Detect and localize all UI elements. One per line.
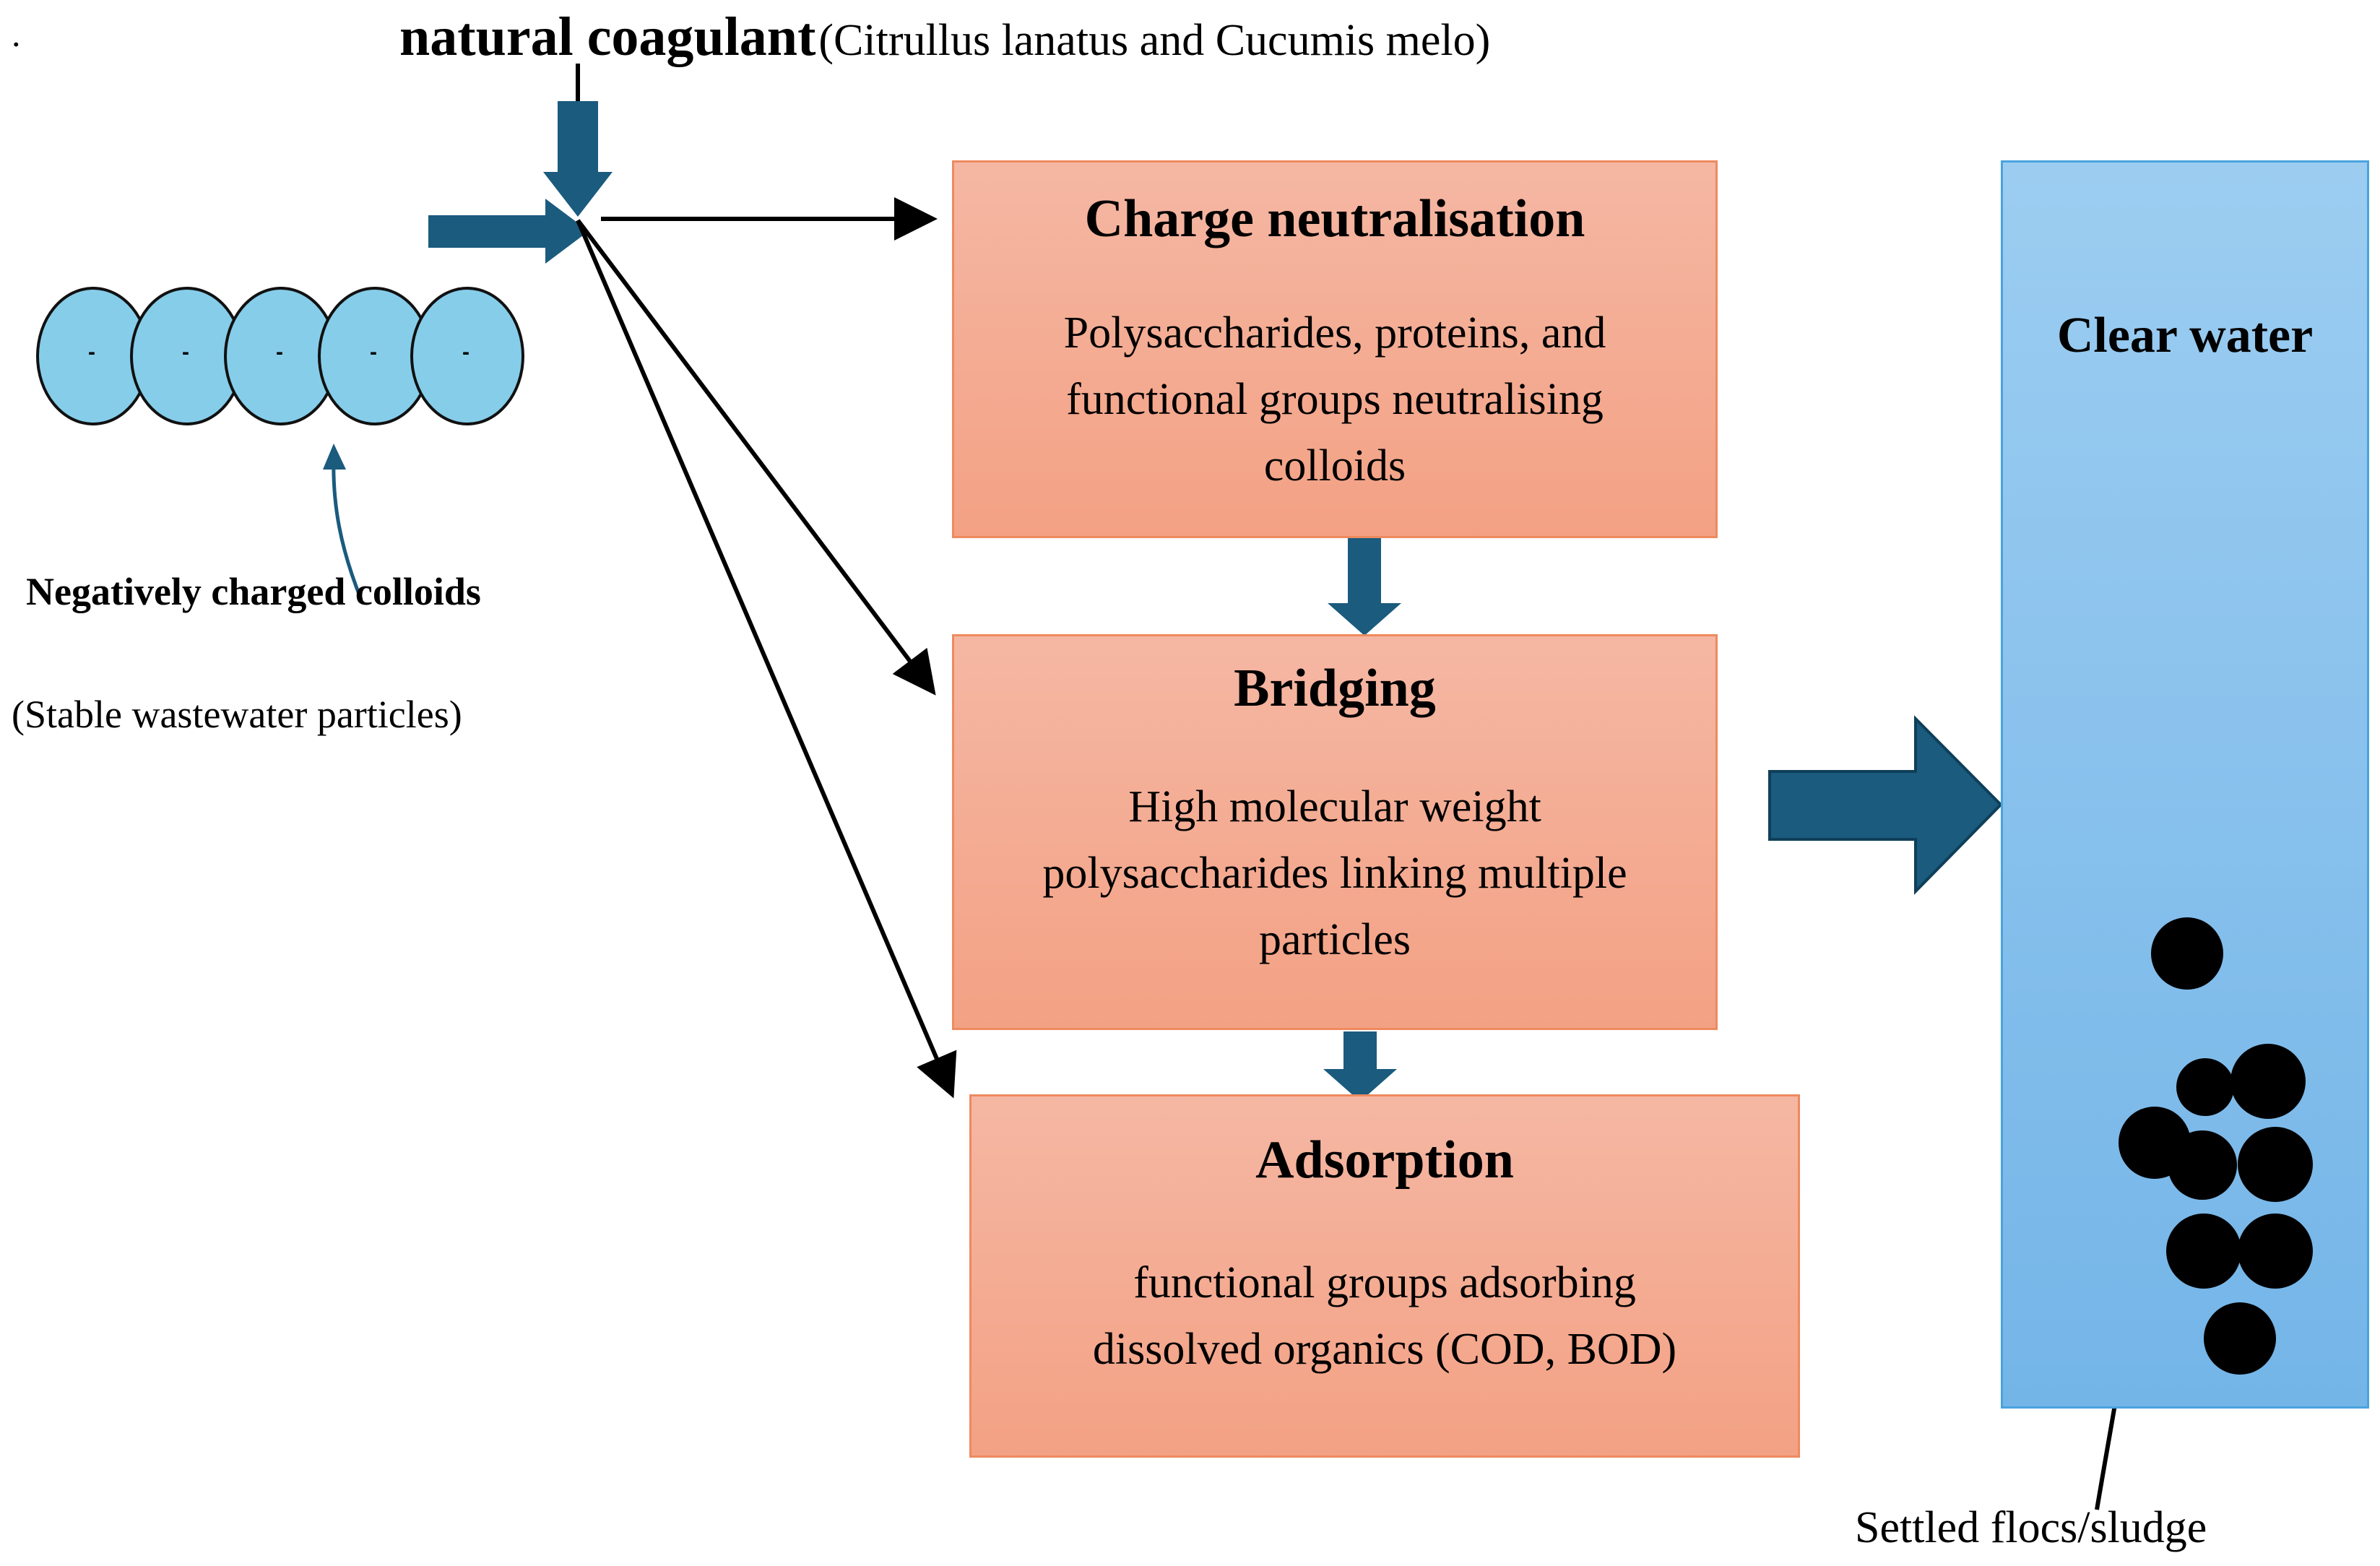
floc xyxy=(2238,1127,2313,1202)
arrow-to-bridging xyxy=(576,219,936,696)
step-bridging: Bridging High molecular weight polysacch… xyxy=(952,634,1718,1030)
coagulant-down-arrow xyxy=(543,101,613,217)
step-adsorption: Adsorption functional groups adsorbing d… xyxy=(969,1094,1800,1458)
charge-symbol: - xyxy=(88,340,95,364)
floc xyxy=(2168,1130,2237,1200)
colloids-pointer-arrowhead xyxy=(323,444,346,470)
step-desc-line: dissolved organics (COD, BOD) xyxy=(1092,1325,1677,1374)
sludge-label: Settled flocs/sludge xyxy=(1855,1503,2207,1552)
step-desc-line: Polysaccharides, proteins, and xyxy=(1063,308,1606,358)
header-title: natural coagulant (Citrullus lanatus and… xyxy=(399,6,1490,69)
colloid-chain: - - - - - xyxy=(36,287,527,428)
tank-label: Clear water xyxy=(2056,308,2314,363)
step-title: Bridging xyxy=(1234,659,1436,718)
colloids-pointer-arrow xyxy=(332,454,363,600)
charge-symbol: - xyxy=(182,340,189,364)
floc xyxy=(2151,917,2223,990)
floc xyxy=(2204,1302,2276,1375)
step-description: Polysaccharides, proteins, and functiona… xyxy=(954,300,1715,499)
to-tank-big-arrow xyxy=(1768,715,2003,895)
clear-water-tank: Clear water xyxy=(2001,160,2369,1409)
charge-symbol: - xyxy=(462,340,469,364)
step2-to-step3-arrow xyxy=(1323,1031,1397,1102)
arrow-to-adsorption xyxy=(576,219,957,1099)
step-desc-line: functional groups adsorbing xyxy=(1133,1258,1636,1307)
step-charge-neutralisation: Charge neutralisation Polysaccharides, p… xyxy=(952,160,1718,538)
step-desc-line: colloids xyxy=(1263,441,1406,490)
charge-symbol: - xyxy=(370,340,377,364)
step-desc-line: particles xyxy=(1258,915,1411,964)
colloids-label: Negatively charged colloids xyxy=(26,570,481,613)
step1-to-step2-arrow xyxy=(1328,531,1401,636)
colloids-right-arrow xyxy=(428,199,589,264)
floc xyxy=(2238,1214,2313,1289)
step-description: High molecular weight polysaccharides li… xyxy=(954,774,1715,973)
step-desc-line: polysaccharides linking multiple xyxy=(1042,849,1627,898)
floc xyxy=(2166,1214,2241,1289)
step-desc-line: functional groups neutralising xyxy=(1066,375,1604,424)
top-left-dot: . xyxy=(12,14,21,54)
colloids-sublabel: (Stable wastewater particles) xyxy=(12,693,462,736)
charge-symbol: - xyxy=(276,340,283,364)
floc xyxy=(2176,1058,2234,1116)
floc xyxy=(2230,1044,2306,1119)
step-title: Adsorption xyxy=(1255,1130,1514,1190)
header-main: natural coagulant xyxy=(399,7,816,67)
step-title: Charge neutralisation xyxy=(1084,189,1585,248)
colloid-particle xyxy=(410,287,524,425)
header-sub: (Citrullus lanatus and Cucumis melo) xyxy=(818,16,1491,65)
step-description: functional groups adsorbing dissolved or… xyxy=(972,1250,1798,1383)
step-desc-line: High molecular weight xyxy=(1128,782,1541,831)
